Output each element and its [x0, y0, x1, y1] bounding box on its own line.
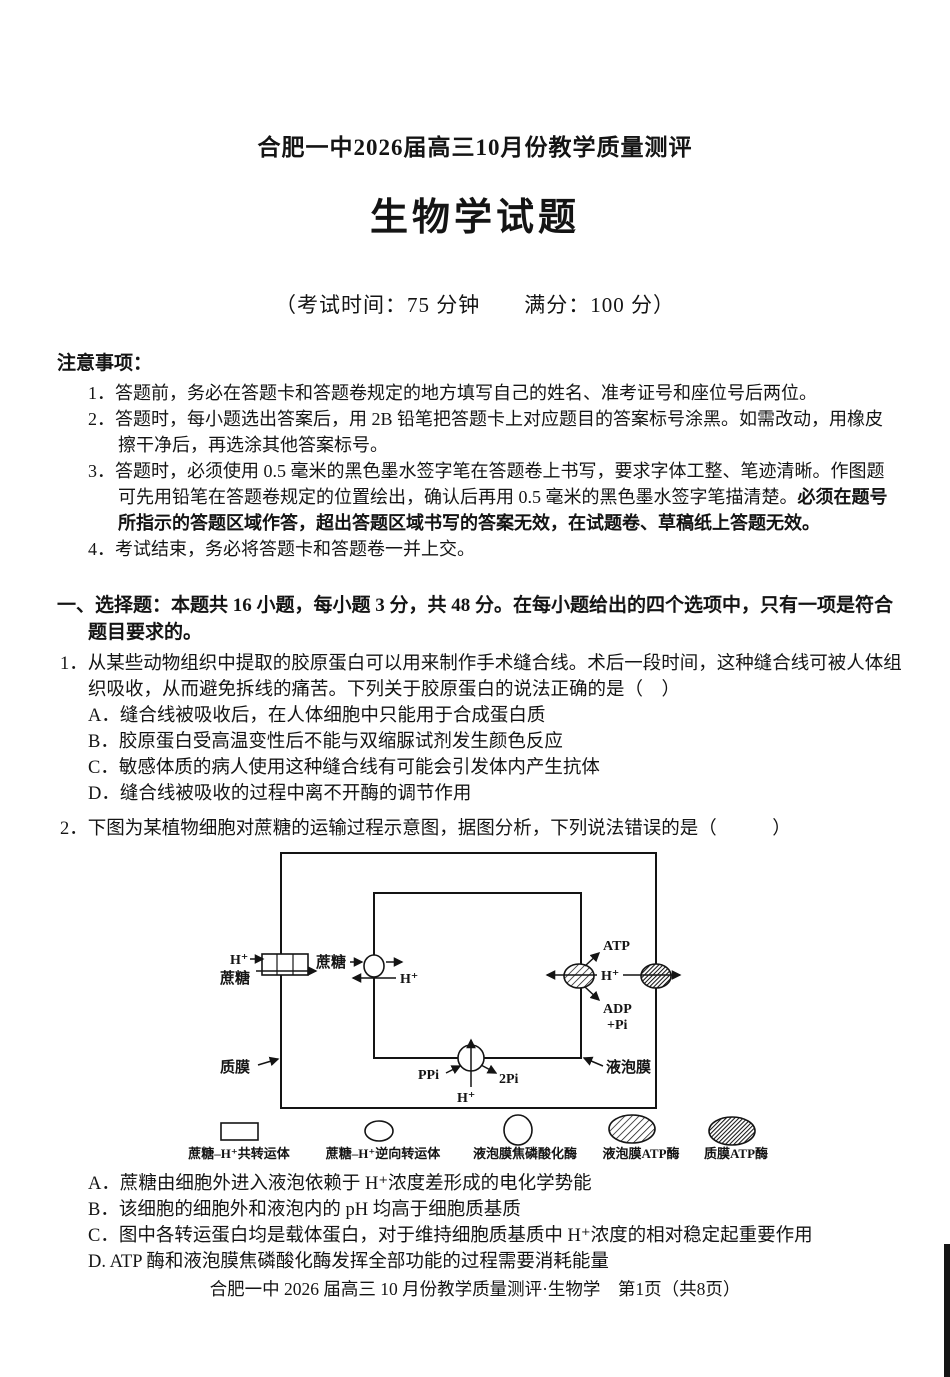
tonoplast-atpase-shape	[563, 963, 595, 989]
question-2-option-b: B．该细胞的细胞外和液泡内的 pH 均高于细胞质基质	[88, 1200, 521, 1220]
sucrose-transport-diagram: H⁺ 蔗糖 蔗糖 H⁺ ATP H⁺ ADP +Pi PPi 2Pi H⁺ 质膜…	[187, 852, 768, 1161]
transport-arrows	[250, 952, 682, 1087]
exam-info: （考试时间：75 分钟 满分：100 分）	[275, 293, 675, 317]
notice-heading: 注意事项：	[57, 353, 153, 374]
label-vacuole-membrane: 液泡膜	[606, 1058, 651, 1076]
page-header: 合肥一中2026届高三10月份教学质量测评 生物学试题 （考试时间：75 分钟 …	[0, 0, 950, 319]
sucrose-h-cotransporter-shape	[261, 953, 309, 976]
notice-item-2: 2．答题时，每小题选出答案后，用 2B 铅笔把答题卡上对应题目的答案标号涂黑。如…	[88, 409, 884, 455]
section-1-heading: 一、选择题：本题共 16 小题，每小题 3 分，共 48 分。在每小题给出的四个…	[57, 595, 894, 643]
label-ppi: PPi	[418, 1068, 439, 1083]
diagram-container: H⁺ 蔗糖 蔗糖 H⁺ ATP H⁺ ADP +Pi PPi 2Pi H⁺ 质膜…	[166, 846, 950, 1166]
question-2-option-d: D. ATP 酶和液泡膜焦磷酸化酶发挥全部功能的过程需要消耗能量	[88, 1252, 609, 1272]
label-h-plus-vacuole-left: H⁺	[400, 972, 418, 987]
notice-list: 1．答题前，务必在答题卡和答题卷规定的地方填写自己的姓名、准考证号和座位号后两位…	[88, 380, 894, 562]
label-h-plus-cytosol-right: H⁺	[601, 969, 619, 984]
legend-plasma-atpase-shape	[708, 1116, 756, 1146]
label-adp: ADP	[603, 1002, 632, 1017]
notice-item-3: 3．答题时，必须使用 0.5 毫米的黑色墨水签字笔在答题卷上书写，要求字体工整、…	[88, 458, 894, 536]
notice-item-4: 4．考试结束，务必将答题卡和答题卷一并上交。	[88, 539, 475, 559]
label-sucrose-inside: 蔗糖	[315, 953, 346, 971]
notice-section: 注意事项： 1．答题前，务必在答题卡和答题卷规定的地方填写自己的姓名、准考证号和…	[57, 351, 894, 562]
exam-session-title: 合肥一中2026届高三10月份教学质量测评	[257, 135, 693, 160]
legend-label-tonoplast-atpase: 液泡膜ATP酶	[602, 1146, 679, 1161]
question-1-option-b: B．胶原蛋白受高温变性后不能与双缩脲试剂发生颜色反应	[88, 732, 563, 752]
label-2pi: 2Pi	[499, 1072, 519, 1087]
question-2-option-c: C．图中各转运蛋白均是载体蛋白，对于维持细胞质基质中 H⁺浓度的相对稳定起重要作…	[88, 1226, 813, 1246]
scan-artifact	[944, 1244, 950, 1377]
question-1: 1．从某些动物组织中提取的胶原蛋白可以用来制作手术缝合线。术后一段时间，这种缝合…	[60, 651, 910, 807]
label-plasma-membrane: 质膜	[220, 1058, 250, 1076]
legend-cotransporter-shape	[220, 1122, 259, 1141]
question-1-option-a: A．缝合线被吸收后，在人体细胞中只能用于合成蛋白质	[88, 706, 546, 726]
sucrose-h-antiporter-shape	[363, 954, 385, 978]
label-h-plus-bottom: H⁺	[457, 1091, 475, 1106]
question-1-stem: 1．从某些动物组织中提取的胶原蛋白可以用来制作手术缝合线。术后一段时间，这种缝合…	[60, 654, 902, 700]
legend-antiporter-shape	[364, 1120, 394, 1142]
paper-title: 生物学试题	[369, 197, 580, 239]
question-2-options: A．蔗糖由细胞外进入液泡依赖于 H⁺浓度差形成的电化学势能 B．该细胞的细胞外和…	[60, 1171, 910, 1275]
question-2-option-a: A．蔗糖由细胞外进入液泡依赖于 H⁺浓度差形成的电化学势能	[88, 1174, 592, 1194]
label-sucrose-outside: 蔗糖	[219, 969, 250, 987]
notice-item-3-bold: 必须在题号所指示的答题区域作答，超出答题区域书写的答案无效，在试题卷、草稿纸上答…	[118, 487, 888, 533]
notice-item-1: 1．答题前，务必在答题卡和答题卷规定的地方填写自己的姓名、准考证号和座位号后两位…	[88, 383, 817, 403]
legend-pyrophosphatase-shape	[503, 1114, 533, 1146]
legend-label-antiporter: 蔗糖–H⁺逆向转运体	[325, 1146, 441, 1161]
notice-item-3-normal: 3．答题时，必须使用 0.5 毫米的黑色墨水签字笔在答题卷上书写，要求字体工整、…	[88, 461, 885, 507]
question-1-option-d: D．缝合线被吸收的过程中离不开酶的调节作用	[88, 784, 472, 804]
question-2-stem: 2．下图为某植物细胞对蔗糖的运输过程示意图，据图分析，下列说法错误的是（ ）	[60, 819, 791, 839]
plasma-atpase-shape	[640, 963, 672, 989]
question-1-option-c: C．敏感体质的病人使用这种缝合线有可能会引发体内产生抗体	[88, 758, 600, 778]
legend-label-plasma-atpase: 质膜ATP酶	[704, 1146, 768, 1161]
legend-label-pyrophosphatase: 液泡膜焦磷酸化酶	[473, 1146, 577, 1161]
legend-label-cotransporter: 蔗糖–H⁺共转运体	[187, 1146, 290, 1161]
label-atp: ATP	[603, 939, 630, 954]
label-plus-pi: +Pi	[607, 1018, 628, 1033]
page-footer: 合肥一中 2026 届高三 10 月份教学质量测评·生物学 第1页（共8页）	[209, 1279, 741, 1299]
question-2: 2．下图为某植物细胞对蔗糖的运输过程示意图，据图分析，下列说法错误的是（ ）	[60, 816, 910, 842]
legend-tonoplast-atpase-shape	[608, 1114, 656, 1144]
label-h-plus-outside: H⁺	[230, 953, 248, 968]
